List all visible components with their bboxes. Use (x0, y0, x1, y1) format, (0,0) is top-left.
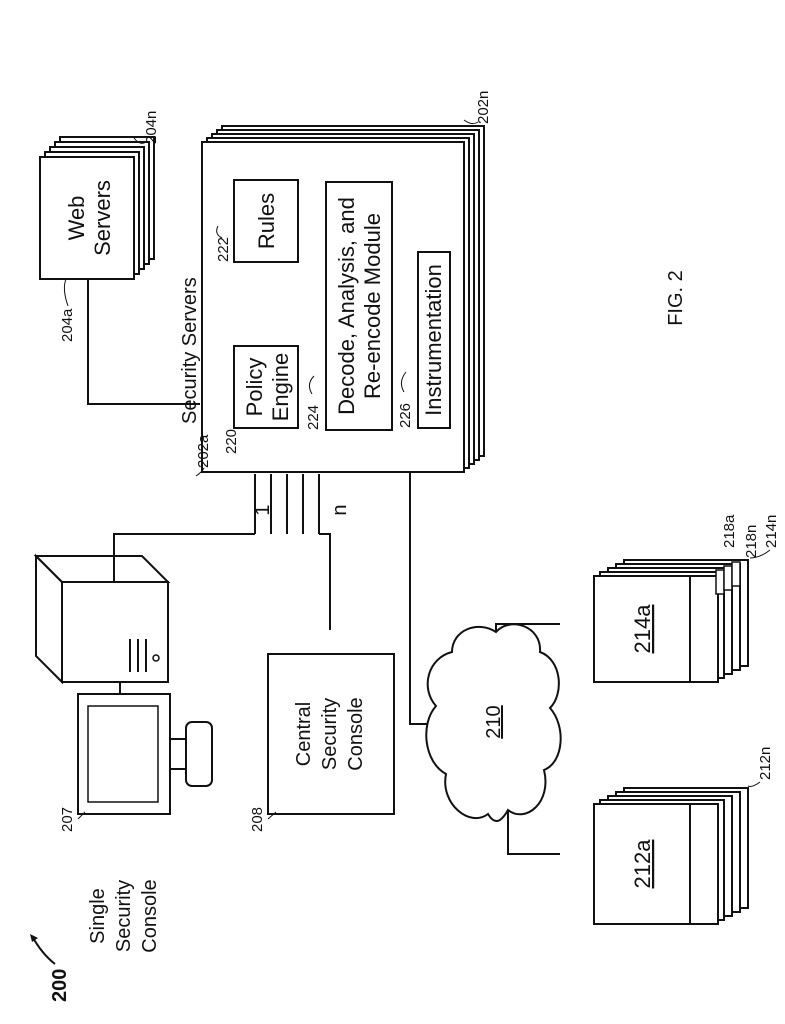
central-console-label-3: Console (345, 697, 367, 770)
client-212-box (594, 804, 718, 924)
figure-number: 200 (49, 969, 71, 1002)
central-console-label-2: Security (319, 698, 341, 770)
web-servers-ref-last: 204n (143, 111, 160, 144)
port-label-first: 1 (252, 504, 274, 515)
client-group-212: 212a 212n (594, 747, 774, 924)
client-214-sub-ref-first: 218a (721, 514, 738, 548)
figure-caption: FIG. 2 (665, 270, 687, 326)
central-security-console: Central Security Console 208 (249, 654, 394, 832)
client-212-leader (748, 782, 760, 787)
web-servers-label-2: Servers (90, 180, 115, 256)
client-group-214: 214a 218a 218n 214n (594, 514, 780, 682)
web-servers-leader-first (64, 279, 68, 306)
instrumentation-ref: 226 (397, 403, 414, 428)
security-servers-title: Security Servers (179, 277, 201, 424)
port-label-last: n (329, 504, 351, 515)
figure-arrow (32, 936, 55, 964)
monitor-neck (170, 739, 186, 769)
web-servers: Web Servers 204a 204n (40, 111, 200, 404)
single-security-console: Single Security Console 207 (36, 556, 212, 953)
decode-module-label-1: Decode, Analysis, and (334, 197, 359, 415)
decode-module-ref: 224 (305, 405, 322, 430)
single-console-label-2: Security (113, 880, 135, 952)
tower-front (62, 582, 168, 682)
security-servers: Security Servers Policy Engine 220 Rules… (179, 91, 492, 476)
security-servers-ref-first: 202a (195, 434, 212, 468)
central-console-link (319, 534, 330, 630)
client-214-tab-2 (724, 566, 732, 590)
network-cloud: 210 (426, 624, 560, 854)
security-servers-ref-last: 202n (475, 91, 492, 124)
central-console-label-1: Central (293, 702, 315, 766)
instrumentation-label: Instrumentation (421, 264, 446, 416)
client-214-sub-ref-last: 218n (743, 525, 760, 558)
rules-ref: 222 (215, 237, 232, 262)
central-console-ref: 208 (249, 807, 266, 832)
client-214-ref-last: 214n (763, 515, 780, 548)
network-ref: 210 (483, 705, 505, 738)
policy-engine-ref: 220 (223, 429, 240, 454)
decode-module-label-2: Re-encode Module (360, 213, 385, 399)
client-214-ref-first: 214a (630, 604, 655, 654)
client-214-tab-3 (732, 562, 740, 586)
client-212-ref-last: 212n (757, 747, 774, 780)
single-console-label-1: Single (87, 888, 109, 944)
single-console-ref: 207 (59, 807, 76, 832)
web-servers-ref-first: 204a (59, 308, 76, 342)
rules-label: Rules (254, 193, 279, 249)
web-servers-label-1: Web (64, 196, 89, 241)
client-214-box (594, 576, 718, 682)
network-to-clients-1-link (508, 810, 560, 854)
monitor-screen (88, 706, 158, 802)
single-console-label-3: Console (139, 879, 161, 952)
monitor-stand (186, 722, 212, 786)
client-212-ref-first: 212a (630, 839, 655, 889)
client-214-tab-1 (716, 570, 724, 594)
policy-engine-label-1: Policy (242, 358, 267, 417)
diagram-rotated-layer: 200 Single Security Console 207 (30, 91, 780, 1002)
policy-engine-label-2: Engine (268, 353, 293, 422)
